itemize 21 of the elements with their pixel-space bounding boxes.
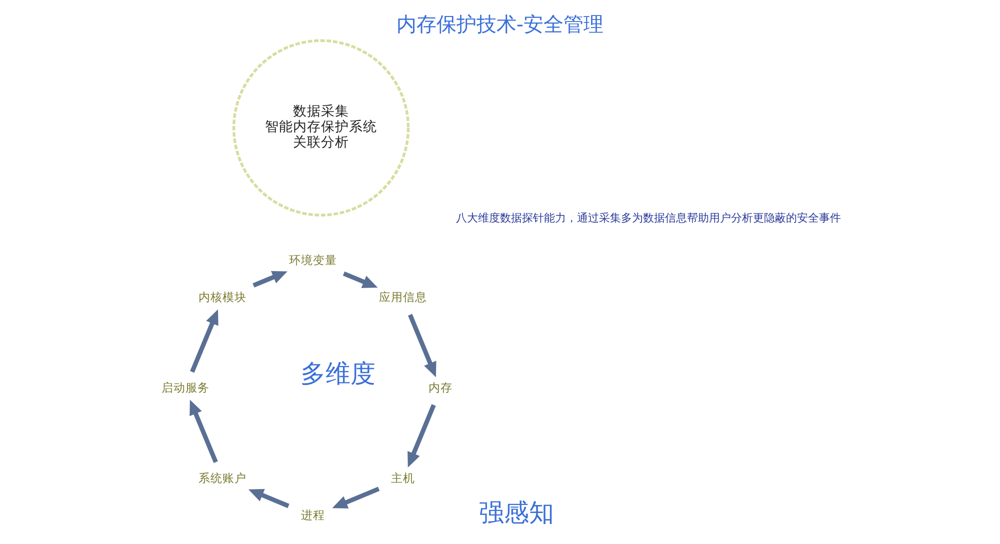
node-text: 应用信息 — [379, 290, 428, 304]
node-text: 内核模块 — [198, 290, 247, 304]
node-text: 主机 — [391, 470, 416, 485]
node-text: 系统账户 — [198, 470, 247, 485]
arrow — [248, 489, 290, 508]
label: 多维度 — [300, 359, 376, 388]
node-text: 内存 — [428, 380, 453, 395]
node-circle: 数据采集 智能内存保护系统 关联分析 — [232, 39, 410, 216]
arrow — [332, 486, 380, 508]
arrow — [408, 404, 436, 468]
arrow — [342, 271, 378, 288]
node-text: 进程 — [300, 508, 325, 522]
arrow — [408, 314, 436, 378]
arrow — [190, 400, 218, 464]
label: 强感知 — [479, 498, 554, 527]
arrow — [252, 271, 288, 288]
diagram-title: 内存保护技术-安全管理 — [396, 13, 604, 36]
label: 八大维度数据探针能力，通过采集多为数据信息帮助用户分析更隐蔽的安全事件 — [456, 212, 841, 225]
node-text: 环境变量 — [288, 252, 337, 267]
arrow — [190, 309, 218, 373]
node-text: 启动服务 — [161, 380, 210, 395]
